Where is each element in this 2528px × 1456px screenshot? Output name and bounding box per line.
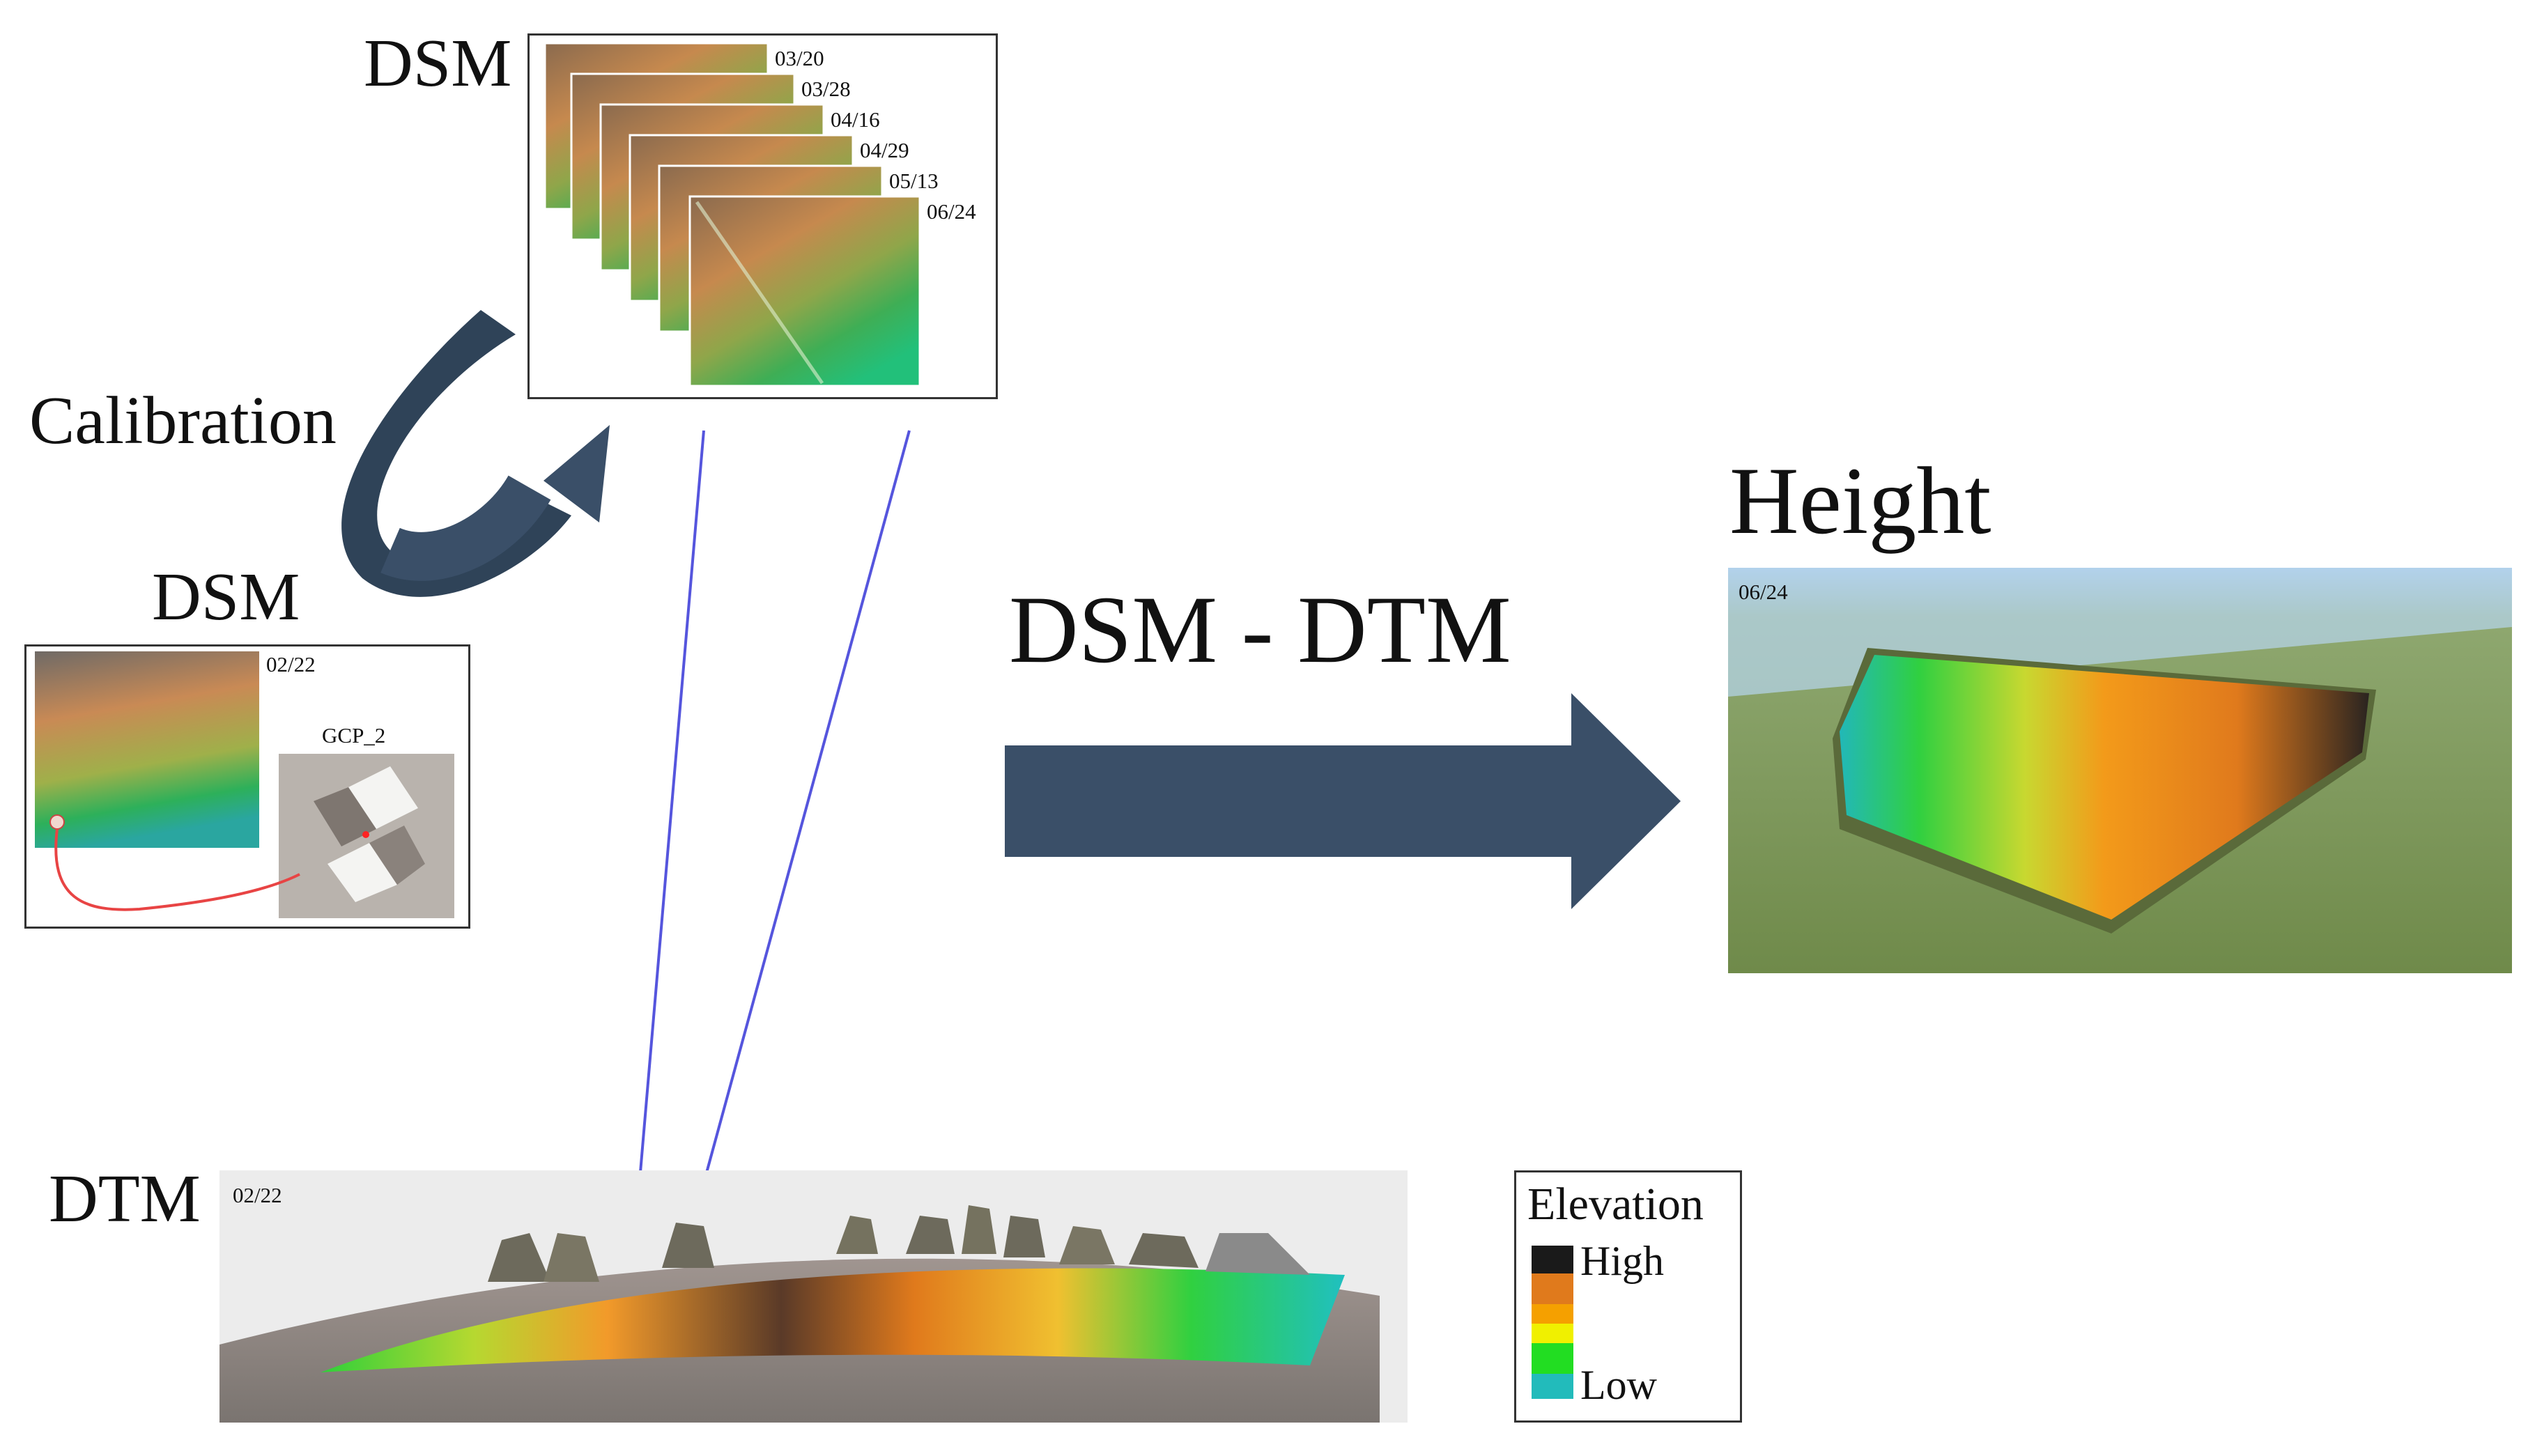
dsm-date-label: 03/28 (801, 77, 851, 101)
legend-title: Elevation (1527, 1179, 1704, 1230)
dsm-stack-frame (527, 33, 998, 399)
dsm-date-label: 06/24 (927, 199, 976, 224)
dsm-single-frame (24, 644, 470, 929)
calibration-arrow (341, 310, 610, 597)
operation-label: DSM - DTM (1009, 576, 1511, 683)
dsm-left-label: DSM (152, 559, 300, 635)
legend-low-label: Low (1580, 1362, 1657, 1408)
dtm-panel-image (219, 1170, 1408, 1423)
legend-high-label: High (1580, 1238, 1664, 1284)
dtm-label: DTM (49, 1161, 201, 1237)
dsm-date-label: 03/20 (775, 46, 824, 70)
dsm-single-date: 02/22 (266, 652, 316, 676)
dsm-date-label: 04/16 (831, 107, 880, 132)
dsm-stack-images (544, 42, 921, 387)
dsm-minus-dtm-arrow (1005, 693, 1681, 909)
dsm-top-label: DSM (364, 26, 512, 101)
dsm-single-images (35, 651, 454, 918)
height-label: Height (1729, 447, 1991, 554)
guide-line-1 (628, 430, 705, 1303)
dsm-date-label: 05/13 (889, 169, 939, 193)
dtm-date: 02/22 (233, 1183, 282, 1207)
gcp-label: GCP_2 (322, 723, 386, 748)
dsm-date-label: 04/29 (860, 138, 909, 162)
legend-frame (1514, 1170, 1742, 1423)
calibration-label: Calibration (29, 383, 337, 458)
height-panel-image (1728, 568, 2512, 973)
height-date: 06/24 (1739, 580, 1788, 604)
gcp-link-line (54, 828, 300, 911)
legend-swatches (1532, 1246, 1573, 1399)
guide-line-2 (670, 430, 911, 1303)
